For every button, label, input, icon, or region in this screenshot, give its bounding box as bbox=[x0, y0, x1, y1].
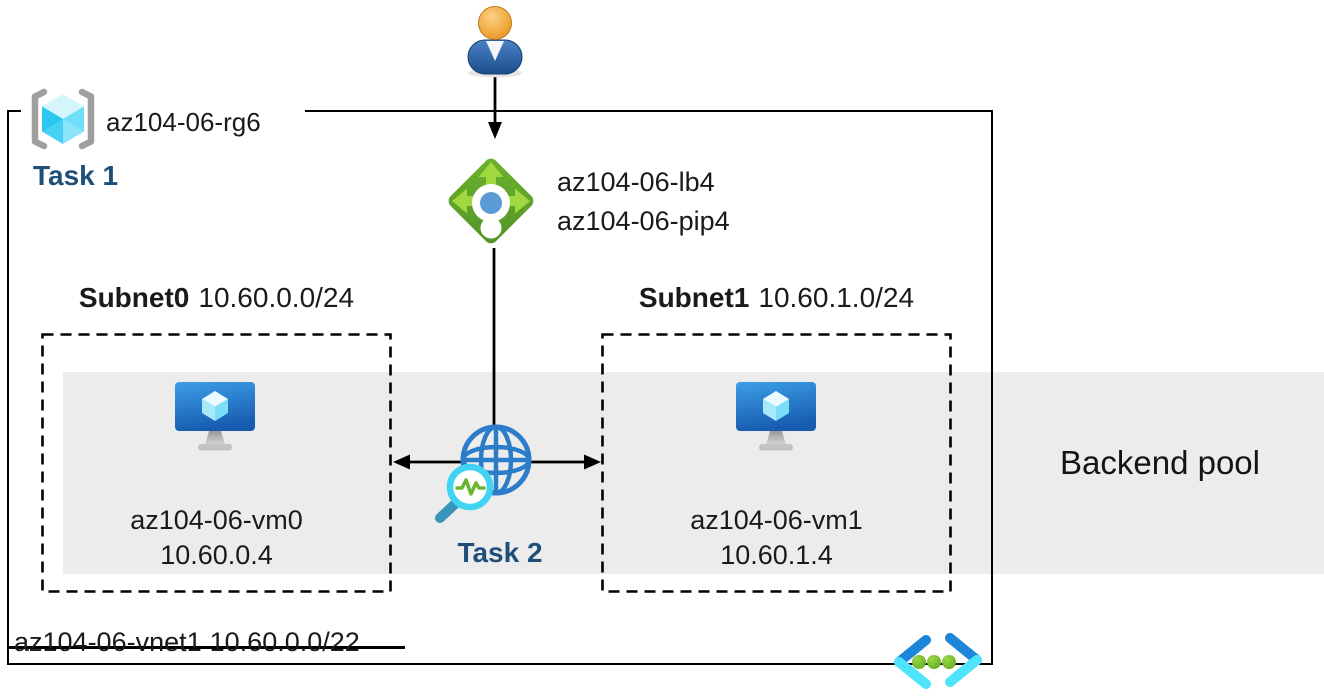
user-icon bbox=[467, 6, 523, 78]
pulse-line bbox=[455, 478, 486, 496]
task2-label: Task 2 bbox=[457, 537, 543, 568]
subnet1-label: Subnet1 10.60.1.0/24 bbox=[601, 282, 952, 314]
resource-group-border-gap bbox=[21, 107, 305, 116]
vm1-labels: az104-06-vm1 10.60.1.4 bbox=[601, 503, 952, 573]
resource-group-brackets-cube-icon bbox=[31, 88, 95, 150]
subnet0-label: Subnet0 10.60.0.0/24 bbox=[41, 282, 392, 314]
public-ip-name: az104-06-pip4 bbox=[557, 206, 730, 236]
vnet-name: az104-06-vnet1 bbox=[14, 627, 202, 657]
resource-group-border bbox=[7, 110, 993, 665]
backend-pool-label: Backend pool bbox=[1060, 444, 1260, 481]
subnet0-name: Subnet0 bbox=[78, 282, 190, 313]
load-balancer-icon bbox=[448, 158, 534, 244]
resource-group-label: az104-06-rg6 bbox=[106, 107, 261, 137]
globe-magnifier-icon bbox=[435, 424, 532, 523]
subnet1-name: Subnet1 bbox=[638, 282, 750, 313]
vm1-name: az104-06-vm1 bbox=[690, 505, 863, 535]
load-balancer-name: az104-06-lb4 bbox=[557, 167, 715, 197]
vnet-label-line bbox=[7, 646, 405, 649]
vm-monitor-icon bbox=[736, 382, 816, 451]
task1-label: Task 1 bbox=[33, 160, 119, 191]
magnifier-handle bbox=[435, 498, 461, 523]
subnet1-cidr: 10.60.1.0/24 bbox=[758, 282, 915, 313]
vnet-cidr: 10.60.0.0/22 bbox=[209, 627, 360, 657]
vm1-ip: 10.60.1.4 bbox=[720, 540, 833, 570]
vm0-ip: 10.60.0.4 bbox=[160, 540, 273, 570]
vm0-name: az104-06-vm0 bbox=[130, 505, 303, 535]
load-balancer-labels: az104-06-lb4 az104-06-pip4 bbox=[557, 163, 730, 241]
subnet0-cidr: 10.60.0.0/24 bbox=[198, 282, 355, 313]
vnet-angle-brackets-icon bbox=[894, 633, 982, 689]
vm-monitor-icon bbox=[175, 382, 255, 451]
vm0-labels: az104-06-vm0 10.60.0.4 bbox=[41, 503, 392, 573]
